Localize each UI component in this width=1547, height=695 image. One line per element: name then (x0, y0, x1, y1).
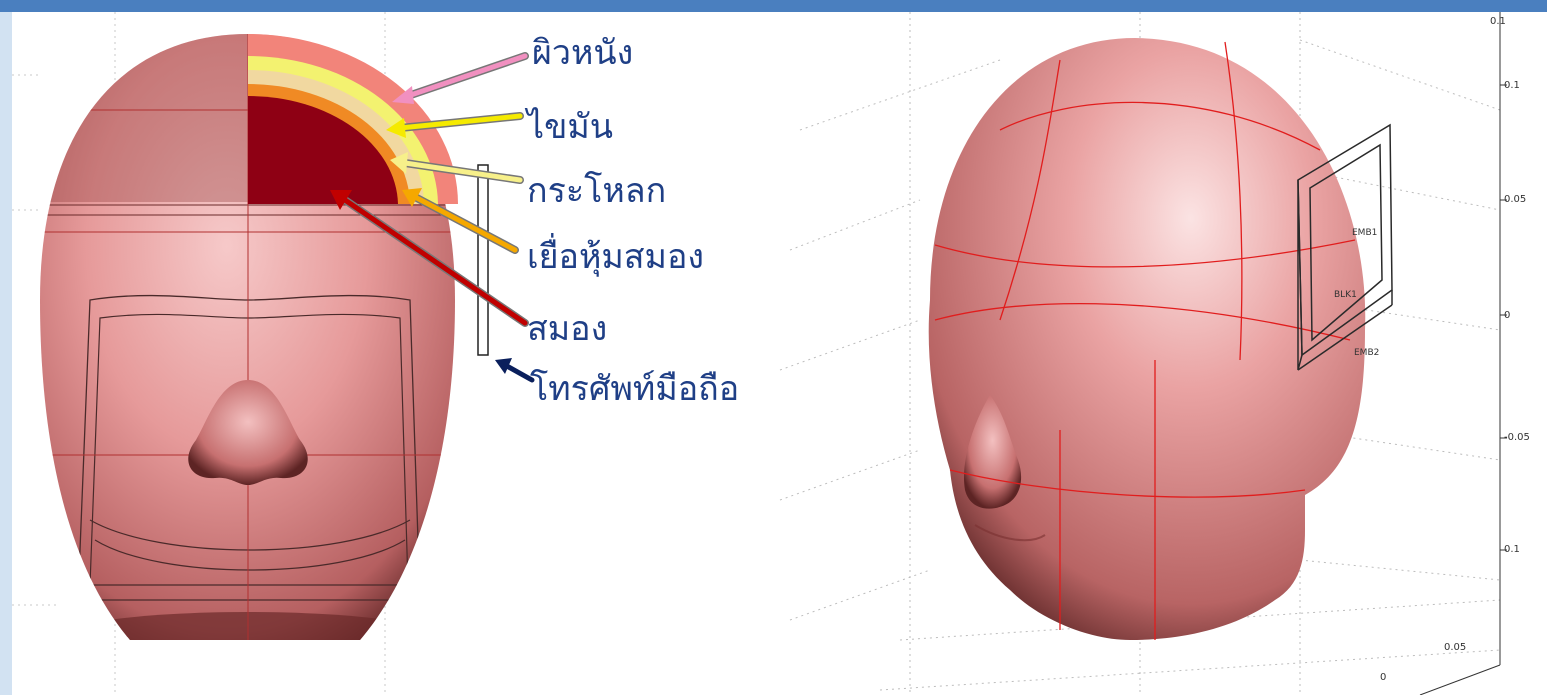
3d-head-model (929, 38, 1392, 640)
port-blk: BLK1 (1334, 290, 1357, 300)
z-tick-1: 0.1 (1504, 80, 1520, 91)
port-emb1: EMB1 (1352, 228, 1377, 238)
z-tick-3: 0 (1504, 310, 1510, 321)
phone-model (478, 165, 488, 355)
label-fat: ไขมัน (527, 110, 613, 144)
port-emb2: EMB2 (1354, 348, 1379, 358)
figure-canvas (12, 12, 1547, 695)
z-tick-2: 0.05 (1504, 194, 1526, 205)
z-tick-4: -0.05 (1504, 432, 1530, 443)
label-dura: เยื่อหุ้มสมอง (527, 240, 704, 274)
x-tick-1: 0.05 (1444, 642, 1466, 653)
figure-frame: ผิวหนัง ไขมัน กระโหลก เยื่อหุ้มสมอง สมอง… (12, 12, 1547, 695)
label-phone: โทรศัพท์มือถือ (530, 372, 739, 406)
cross-section (248, 34, 458, 204)
z-tick-top: 0.1 (1490, 16, 1506, 27)
z-axis (1420, 12, 1507, 695)
top-border (0, 0, 1547, 12)
label-skin: ผิวหนัง (532, 36, 633, 70)
x-tick-2: 0 (1380, 672, 1386, 683)
3d-head-shape (929, 38, 1366, 640)
left-border (0, 12, 12, 695)
label-brain: สมอง (527, 312, 607, 346)
z-tick-5: 0.1 (1504, 544, 1520, 555)
label-skull: กระโหลก (527, 174, 666, 208)
